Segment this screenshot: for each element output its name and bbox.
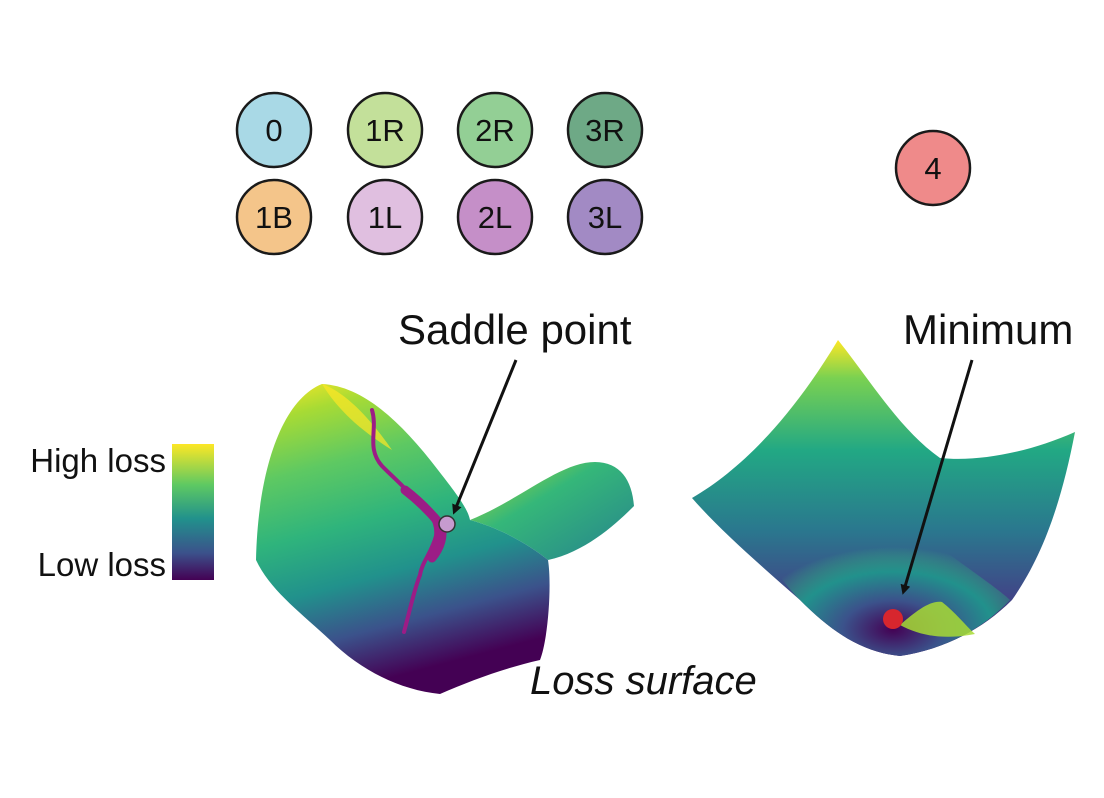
bowl-front-ridge xyxy=(900,601,975,637)
node-label-0: 0 xyxy=(265,113,282,148)
legend-colorbar xyxy=(172,444,214,580)
node-label-2r: 2R xyxy=(475,113,515,148)
bowl-surface xyxy=(692,340,1075,656)
legend-high-label: High loss xyxy=(30,442,166,479)
saddle-point-label: Saddle point xyxy=(398,306,632,353)
node-1l: 1L xyxy=(346,178,424,256)
node-1b: 1B xyxy=(235,178,313,256)
node-1r: 1R xyxy=(346,91,424,169)
node-3l: 3L xyxy=(566,178,644,256)
annotations: Saddle point Minimum Loss surface xyxy=(398,306,1073,703)
legend-low-label: Low loss xyxy=(38,546,166,583)
node-4: 4 xyxy=(894,129,972,207)
loss-legend: High loss Low loss xyxy=(30,442,214,583)
loss-surface-caption: Loss surface xyxy=(530,659,757,703)
minimum-marker xyxy=(883,609,903,629)
node-label-3l: 3L xyxy=(588,200,622,235)
node-2r: 2R xyxy=(456,91,534,169)
node-label-1r: 1R xyxy=(365,113,405,148)
minimum-label: Minimum xyxy=(903,306,1073,353)
minimum-arrow xyxy=(900,359,974,595)
saddle-right-lobe xyxy=(470,462,634,560)
node-label-1l: 1L xyxy=(368,200,402,235)
node-3r: 3R xyxy=(566,91,644,169)
saddle-main-surface xyxy=(256,384,550,694)
saddle-point-marker xyxy=(438,515,456,533)
node-group: 0 1R 2R 3R 1B 1L 2L 3L xyxy=(235,91,972,256)
node-label-4: 4 xyxy=(924,151,941,186)
node-label-1b: 1B xyxy=(255,200,293,235)
node-2l: 2L xyxy=(456,178,534,256)
saddle-surface xyxy=(256,384,634,694)
node-0: 0 xyxy=(235,91,313,169)
node-label-3r: 3R xyxy=(585,113,625,148)
saddle-arrow xyxy=(452,359,518,515)
node-label-2l: 2L xyxy=(478,200,512,235)
